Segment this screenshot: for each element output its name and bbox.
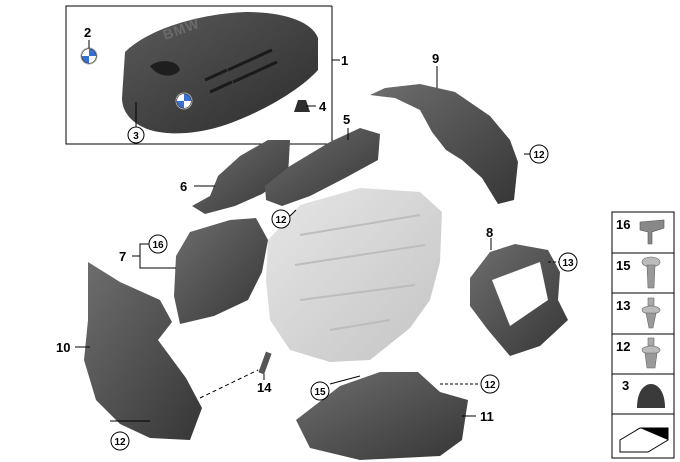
callout-16: 16 <box>152 240 164 251</box>
callout-9: 9 <box>432 51 439 66</box>
bracket-part-8[interactable] <box>470 244 568 356</box>
callout-13: 13 <box>562 258 574 269</box>
callout-11: 11 <box>480 409 494 424</box>
callout-14: 14 <box>257 380 272 395</box>
legend-number-3: 3 <box>622 378 629 393</box>
expanding-rivet-icon <box>641 256 661 289</box>
callout-16-circle <box>148 234 168 254</box>
callout-12a-circle <box>529 144 549 164</box>
fastener-legend: 16 15 13 12 <box>611 211 675 459</box>
leader-lines <box>75 40 560 422</box>
acoustic-cover-part[interactable] <box>370 84 518 204</box>
legend-row-15: 15 <box>616 256 661 289</box>
engine-shield-part-7[interactable] <box>174 218 268 324</box>
clip-icon <box>639 219 665 245</box>
legend-number-15: 15 <box>616 258 630 273</box>
heat-shield-part[interactable] <box>192 140 290 214</box>
callout-7: 7 <box>119 249 126 264</box>
callout-12d: 12 <box>114 437 126 448</box>
callout-5: 5 <box>343 112 350 127</box>
callout-6: 6 <box>180 179 187 194</box>
legend-number-13: 13 <box>616 298 630 313</box>
callout-12a: 12 <box>533 150 545 161</box>
callout-8: 8 <box>486 225 493 240</box>
oil-pan-part-11[interactable] <box>296 372 468 460</box>
callout-12d-circle <box>110 431 130 451</box>
callout-1: 1 <box>341 53 348 68</box>
legend-row-12: 12 <box>616 337 661 369</box>
callout-2: 2 <box>84 25 91 40</box>
callout-4: 4 <box>319 99 327 114</box>
spreader-rivet-icon <box>641 337 661 369</box>
callout-12c: 12 <box>484 380 496 391</box>
side-shield-part-10[interactable] <box>84 262 202 440</box>
legend-row-16: 16 <box>616 217 665 245</box>
push-rivet-icon <box>641 297 661 329</box>
callout-12b-circle <box>271 209 291 229</box>
wedge-symbol-icon <box>619 427 669 453</box>
engine-cover[interactable]: BMW <box>122 12 318 134</box>
cover-group-frame <box>65 5 340 145</box>
bmw-roundel-icon <box>175 92 193 110</box>
callout-12c-circle <box>480 374 500 394</box>
grommet-part[interactable] <box>294 100 310 112</box>
legend-row-symbol <box>619 427 669 453</box>
rubber-grommet-icon <box>637 384 665 408</box>
emblem-part[interactable] <box>80 47 98 65</box>
engine-block <box>266 188 442 362</box>
callout-3: 3 <box>133 131 139 142</box>
callout-15: 15 <box>314 387 326 398</box>
intake-manifold-part[interactable] <box>265 128 380 206</box>
callout-10: 10 <box>56 340 70 355</box>
callout-12b: 12 <box>275 215 287 226</box>
legend-number-12: 12 <box>616 339 630 354</box>
stud-part-14[interactable] <box>258 351 272 375</box>
legend-number-16: 16 <box>616 217 630 232</box>
callout-15-circle <box>310 381 330 401</box>
callout-13-circle <box>558 252 578 272</box>
legend-row-13: 13 <box>616 297 661 329</box>
legend-row-3: 3 <box>622 378 665 408</box>
callout-3-circle <box>127 126 145 144</box>
